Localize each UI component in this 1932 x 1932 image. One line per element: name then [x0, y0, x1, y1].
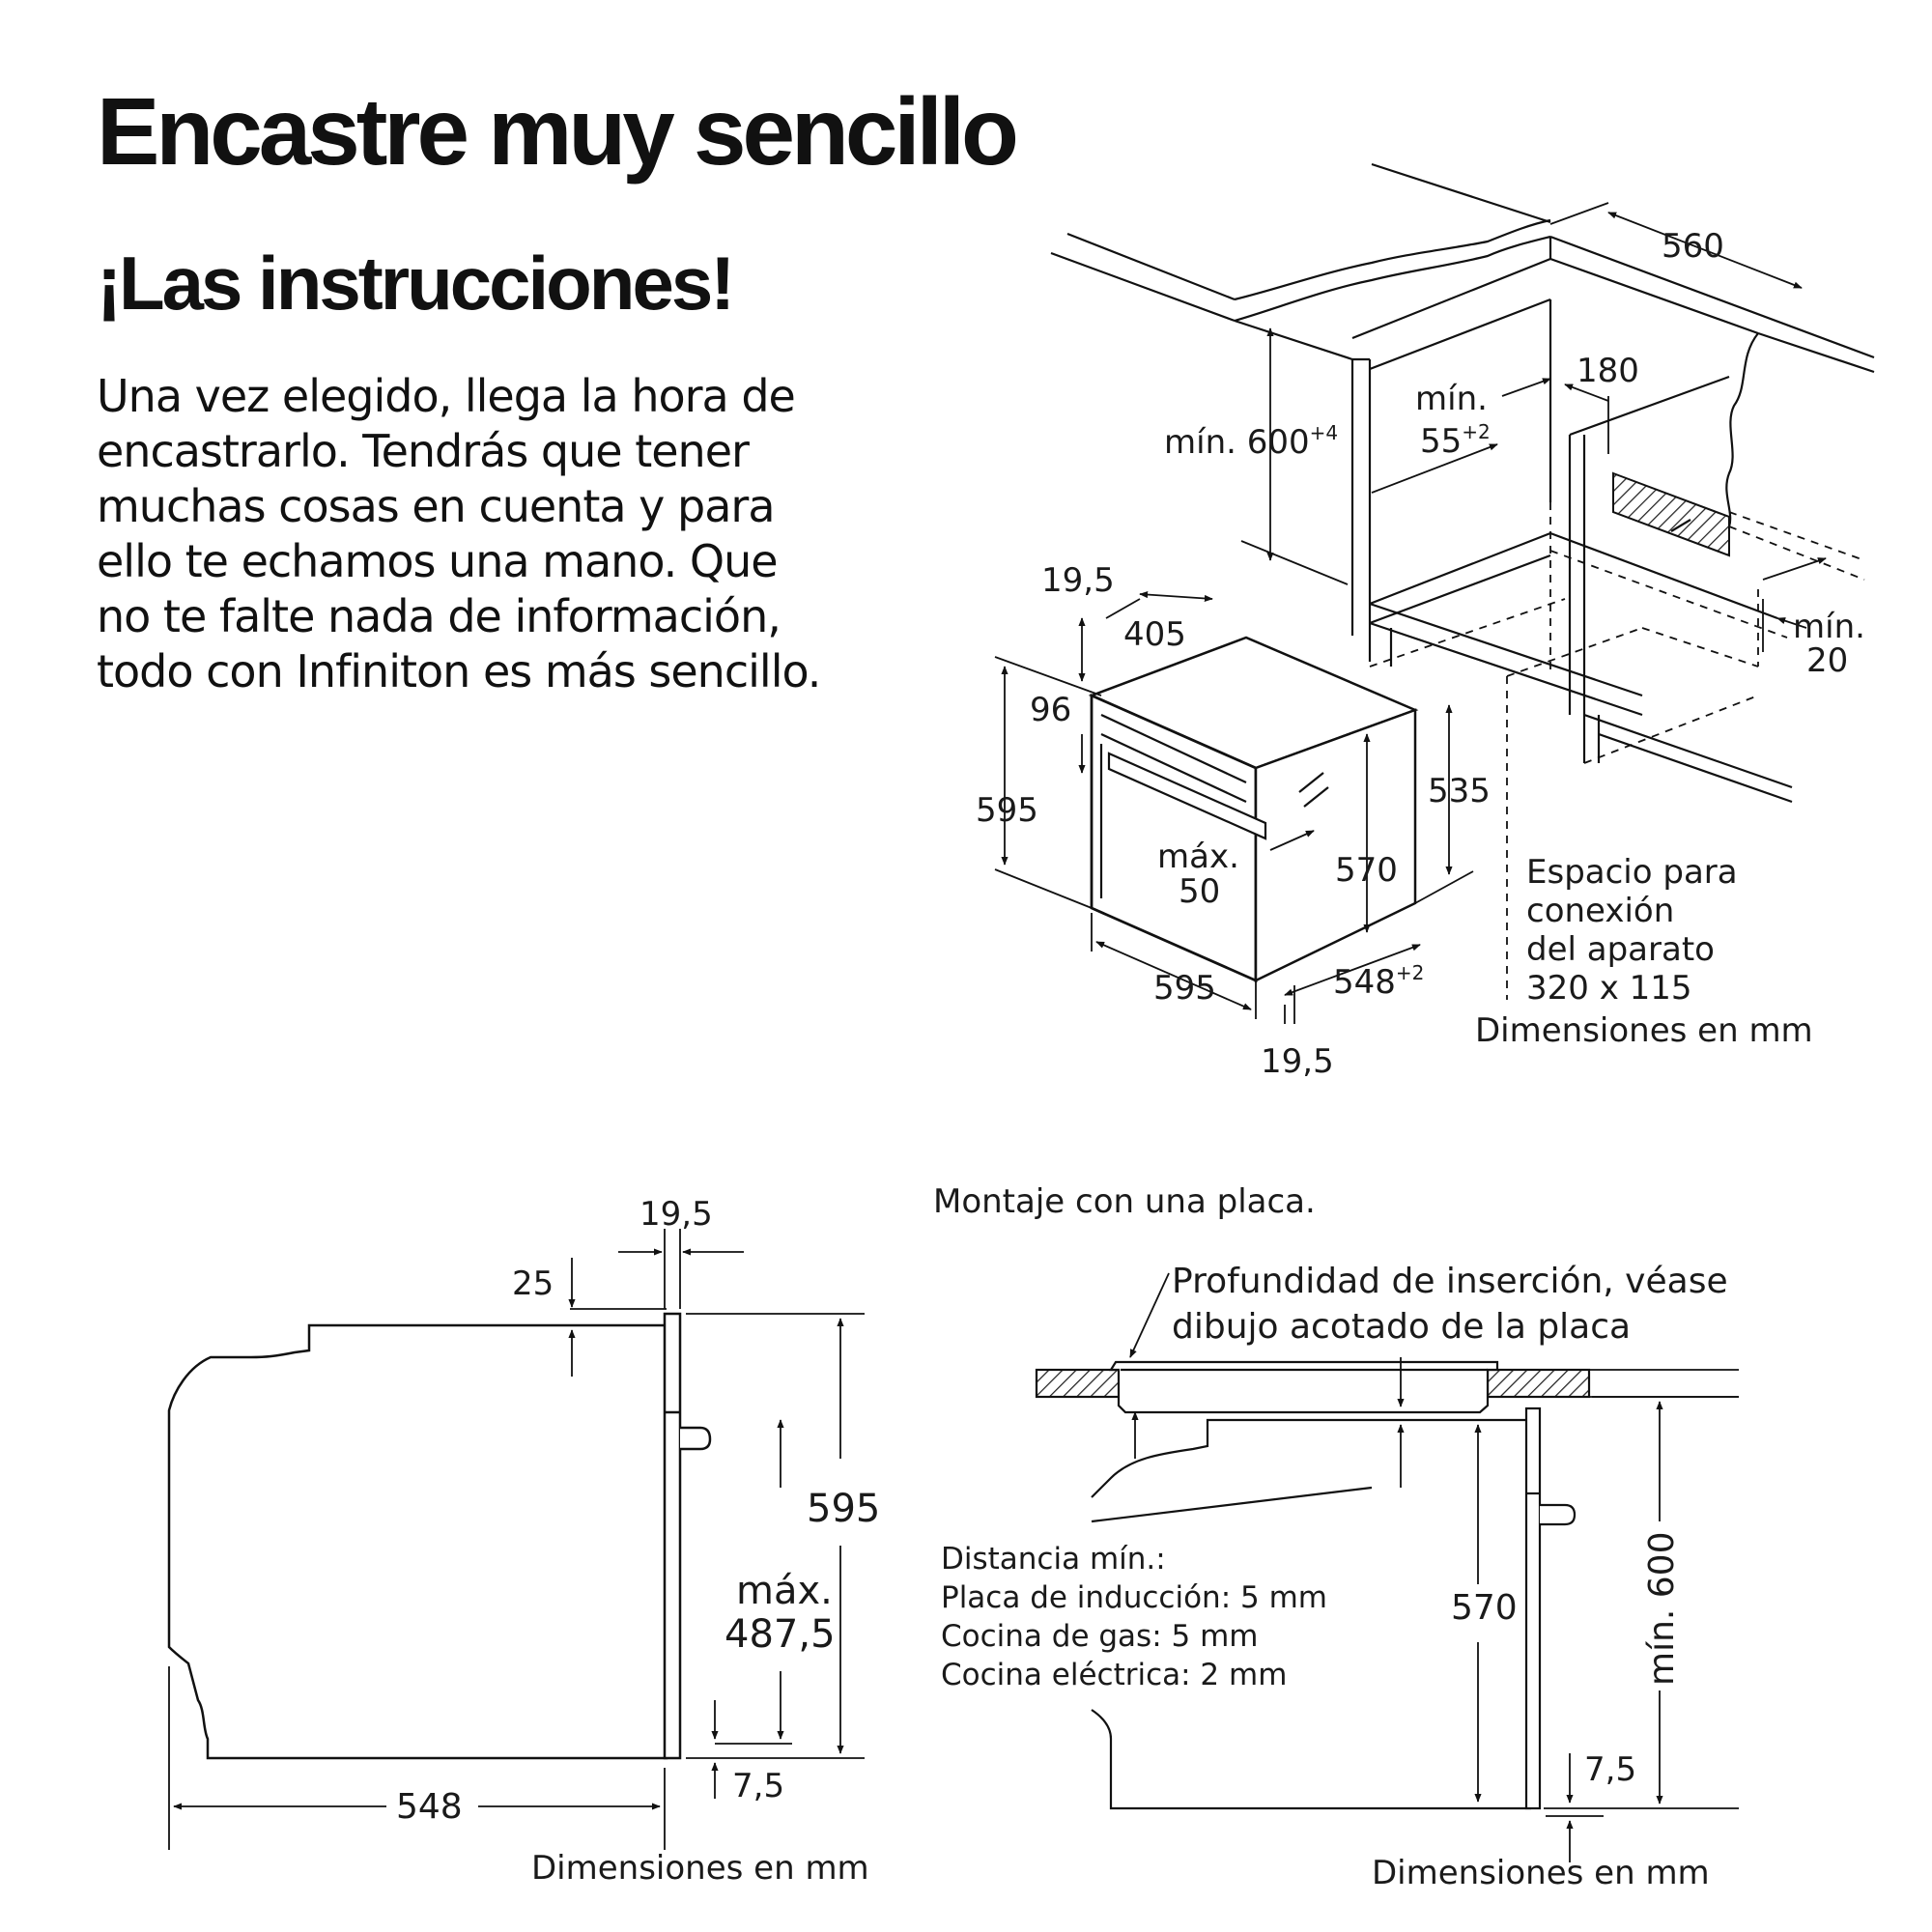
intro-line: no te falte nada de información, [97, 590, 781, 642]
distance-line: Distancia mín.: [941, 1542, 1166, 1577]
iso-units-label: Dimensiones en mm [1475, 1011, 1813, 1050]
page-subtitle: ¡Las instrucciones! [97, 241, 735, 326]
intro-line: Una vez elegido, llega la hora de [97, 370, 796, 422]
iso-dimension-lines [994, 202, 1827, 1024]
max-value: 50 [1179, 872, 1220, 911]
worktop-left [1035, 1368, 1125, 1399]
hob-units-label: Dimensiones en mm [1372, 1854, 1710, 1892]
dim-570: 570 [1335, 851, 1398, 890]
connection-line: del aparato [1526, 930, 1715, 969]
dim-595-height: 595 [976, 791, 1038, 830]
dim-405: 405 [1123, 615, 1186, 654]
intro-line: ello te echamos una mano. Que [97, 535, 779, 587]
dim-535: 535 [1428, 772, 1491, 810]
iso-labels: 560 180 mín. 55+2 mín. 600+4 mín. 20 19,… [976, 227, 1865, 1081]
oven-handle [680, 1426, 712, 1451]
dim-96: 96 [1030, 691, 1071, 729]
dim-560: 560 [1662, 227, 1724, 266]
isometric-installation-drawing [994, 162, 1875, 1024]
side-labels: 19,5 25 595 máx. 487,5 7,5 548 Dimension… [396, 1195, 880, 1888]
depth-note-line: Profundidad de inserción, véase [1172, 1262, 1728, 1301]
side-dim-7-5: 7,5 [732, 1767, 784, 1805]
hob-dim-570: 570 [1451, 1588, 1518, 1628]
hob-oven-door [1524, 1406, 1542, 1810]
hob-dim-7-5: 7,5 [1584, 1750, 1636, 1789]
side-dim-19-5: 19,5 [639, 1195, 713, 1234]
dim-595-width: 595 [1153, 969, 1216, 1008]
oven-side-profile [167, 1323, 668, 1760]
intro-line: encastrarlo. Tendrás que tener [97, 425, 750, 477]
intro-paragraph: Una vez elegido, llega la hora de encast… [97, 369, 947, 699]
dim-180: 180 [1577, 352, 1639, 390]
connection-line: conexión [1526, 892, 1674, 930]
dim-19-5-bottom: 19,5 [1261, 1042, 1334, 1081]
cabinet-niche [1350, 298, 1793, 804]
distance-line: Placa de inducción: 5 mm [941, 1580, 1327, 1615]
worktop-right [1486, 1368, 1591, 1399]
hob-heading: Montaje con una placa. [933, 1182, 1316, 1221]
dim-19-5-top: 19,5 [1041, 561, 1115, 600]
distance-line: Cocina eléctrica: 2 mm [941, 1658, 1287, 1692]
side-units-label: Dimensiones en mm [531, 1849, 869, 1888]
hob-labels: Montaje con una placa. Profundidad de in… [933, 1182, 1728, 1892]
side-dim-595: 595 [807, 1487, 880, 1531]
side-dim-25: 25 [512, 1264, 554, 1303]
hidden-lines [1369, 502, 1865, 1000]
page-title: Encastre muy sencillo [97, 78, 1019, 185]
countertop [1050, 162, 1875, 527]
min55-value: 55+2 [1420, 420, 1491, 461]
max-label: máx. [1157, 838, 1239, 876]
hob-oven-body [1091, 1418, 1526, 1498]
side-dim-548: 548 [396, 1787, 463, 1827]
oven-door [663, 1312, 682, 1760]
hob-oven-handle [1540, 1503, 1577, 1526]
distance-line: Cocina de gas: 5 mm [941, 1619, 1258, 1654]
intro-line: muchas cosas en cuenta y para [97, 480, 776, 532]
depth-note-line: dibujo acotado de la placa [1172, 1307, 1631, 1347]
min20-value: 20 [1806, 641, 1848, 680]
side-dimension-lines [168, 1229, 865, 1850]
oven-isometric [1088, 636, 1419, 983]
min55-label: mín. [1415, 380, 1488, 418]
min600: mín. 600+4 [1164, 421, 1338, 462]
hob-dim-min600: mín. 600 [1642, 1532, 1682, 1687]
intro-line: todo con Infiniton es más sencillo. [97, 645, 821, 697]
connection-area [1612, 471, 1730, 557]
dim-548: 548+2 [1333, 961, 1424, 1002]
hob-dimension-lines [1129, 1272, 1739, 1862]
side-max-value: 487,5 [724, 1612, 836, 1657]
min20-label: mín. [1793, 608, 1865, 646]
connection-line: 320 x 115 [1526, 969, 1692, 1008]
side-max-label: máx. [736, 1569, 833, 1613]
side-view-drawing [167, 1312, 712, 1760]
connection-line: Espacio para [1526, 853, 1738, 892]
